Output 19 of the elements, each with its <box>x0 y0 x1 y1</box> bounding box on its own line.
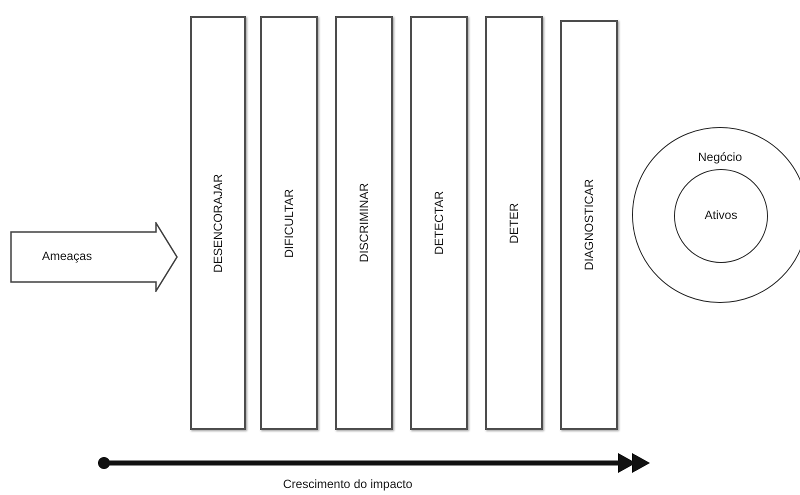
layer-bar <box>560 20 618 430</box>
circle-label: Negócio <box>698 150 742 164</box>
circle-label: Ativos <box>704 208 738 222</box>
outer-circle <box>632 127 800 303</box>
block-arrow <box>10 222 178 292</box>
layer-label: DETECTAR <box>432 191 446 255</box>
layer-bar <box>335 16 393 430</box>
layer-label: DISCRIMINAR <box>357 183 371 263</box>
arrow-label: Ameaças <box>42 249 92 263</box>
layer-bar <box>190 16 246 430</box>
axis-caption: Crescimento do impacto <box>283 477 412 491</box>
layer-label: DIFICULTAR <box>282 188 296 258</box>
layer-bar <box>485 16 543 430</box>
layer-label: DIAGNOSTICAR <box>582 179 596 271</box>
layer-bar <box>260 16 318 430</box>
layer-label: DETER <box>507 202 521 244</box>
inner-circle <box>674 169 768 263</box>
layer-label: DESENCORAJAR <box>211 174 225 272</box>
layer-bar <box>410 16 468 430</box>
